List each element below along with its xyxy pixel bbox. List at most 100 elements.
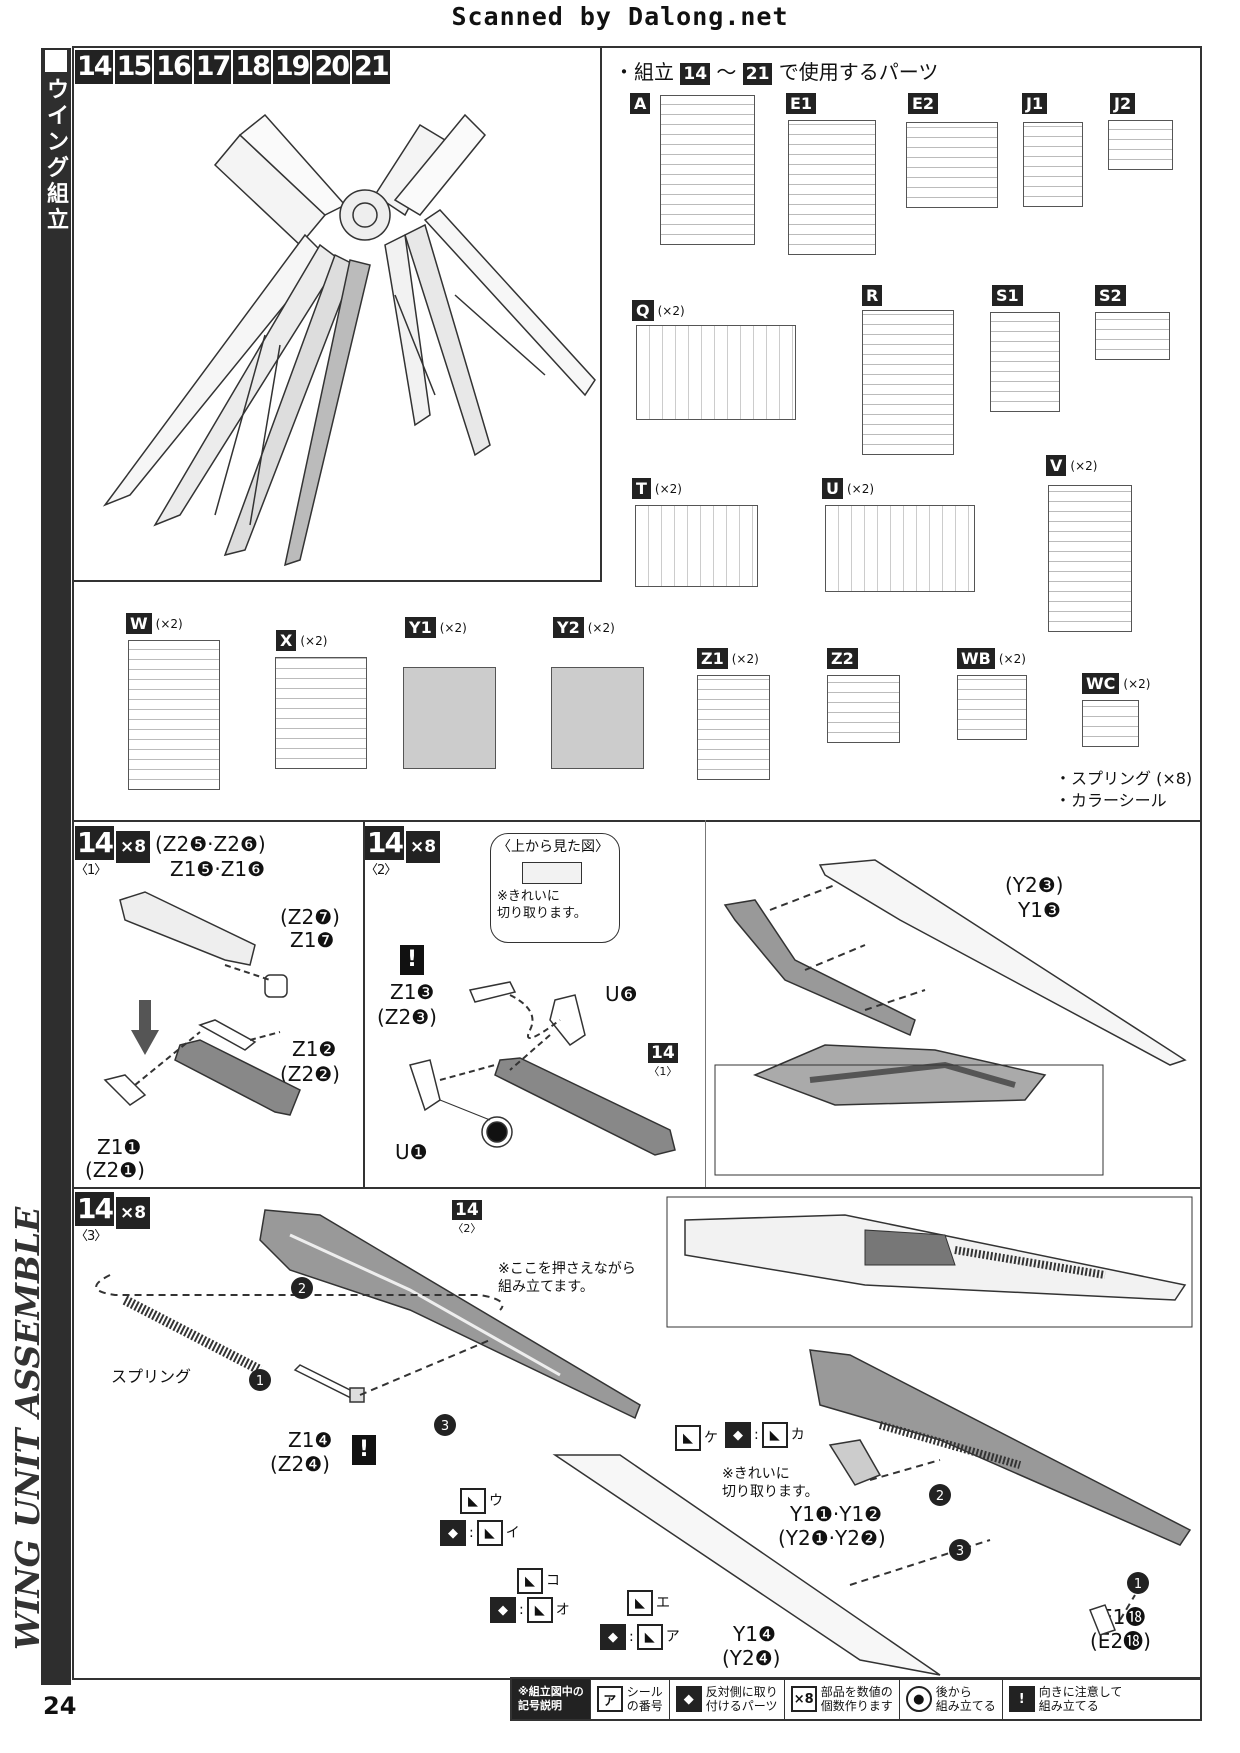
runner-label: S1	[992, 285, 1027, 306]
runner-label: E2	[908, 93, 942, 114]
legend-title: ※組立図中の 記号説明	[512, 1679, 591, 1719]
runner-sprue	[551, 667, 644, 769]
section-divider	[72, 820, 1202, 822]
order-1: 1	[1134, 1577, 1142, 1592]
wing-blade-assembly	[714, 859, 1187, 1176]
part-label: Z1❺·Z1❻	[170, 857, 266, 881]
runner-label: U(×2)	[822, 478, 874, 499]
callout-title: 〈上から見た図〉	[497, 839, 609, 855]
multiplier-icon: ×8	[790, 1686, 817, 1712]
square-marker-icon	[45, 50, 67, 72]
multiplier-badge: ×8	[405, 831, 441, 863]
order-2: 2	[298, 1282, 306, 1297]
runner-sprue	[1048, 485, 1132, 632]
runner-sprue	[635, 505, 758, 587]
assembly-note: ※ここを押さえながら 組み立てます。	[498, 1261, 636, 1295]
runner-label: J1	[1022, 93, 1051, 114]
seal-marker: ◆:◣イ	[440, 1520, 520, 1546]
extra-parts-list: ・スプリング (×8) ・カラーシール	[1055, 768, 1192, 812]
step-number: 20	[312, 50, 351, 84]
step-number: 15	[114, 50, 153, 84]
seal-icon: ◣	[636, 1624, 663, 1650]
section-title: ウイング組立	[47, 78, 70, 233]
legend-item: ◆反対側に取り 付けるパーツ	[670, 1679, 785, 1719]
extra-part-item: ・カラーシール	[1055, 791, 1167, 810]
runner-sprue	[862, 310, 954, 455]
wing-unit-illustration	[102, 113, 596, 567]
parts-range-end: 21	[742, 63, 773, 85]
seal-icon: ◣	[476, 1520, 503, 1546]
runner-sprue	[275, 657, 367, 769]
ref-step-badge: 14 〈2〉	[452, 1200, 482, 1235]
spring-label: スプリング	[111, 1367, 192, 1386]
seal-marker: ◆:◣カ	[725, 1422, 805, 1448]
part-label: (Y2❶·Y2❷)	[778, 1526, 886, 1550]
section-divider	[72, 1187, 1202, 1189]
seal-icon: ◣	[761, 1422, 788, 1448]
parts-title-suffix: で使用するパーツ	[778, 60, 939, 84]
step-number: 14	[75, 826, 114, 860]
runner-sprue	[788, 120, 876, 255]
part-label: Z1❶	[97, 1135, 142, 1159]
part-label: (Z2❹)	[270, 1452, 330, 1476]
part-label: Y1❸	[1018, 898, 1061, 922]
seal-icon: ◣	[517, 1568, 543, 1594]
panel-divider	[72, 580, 602, 582]
seal-marker: ◣エ	[627, 1590, 670, 1616]
step-number: 19	[272, 50, 311, 84]
step-number: 14	[75, 1192, 114, 1226]
seal-icon: ◣	[460, 1488, 486, 1514]
step-14-2-diagram	[409, 981, 676, 1156]
reverse-side-icon: ◆	[675, 1686, 702, 1712]
assembly-note: ※きれいに 切り取ります。	[722, 1466, 819, 1500]
seal-icon: ◣	[627, 1590, 653, 1616]
runner-sprue	[1082, 700, 1139, 747]
seal-marker: ◆:◣ア	[600, 1624, 680, 1650]
part-label: U❻	[605, 982, 638, 1006]
part-label: (Z2❼)	[280, 905, 340, 929]
sub-step: 〈2〉	[365, 863, 397, 878]
step-number: 21	[352, 50, 390, 84]
caution-icon: !	[400, 945, 424, 975]
parts-range-start: 14	[680, 63, 711, 85]
parts-title-prefix: ・組立	[614, 60, 674, 84]
runner-sprue	[403, 667, 496, 769]
order-3: 3	[956, 1544, 964, 1559]
seal-icon: ◣	[526, 1597, 553, 1623]
order-1: 1	[256, 1374, 264, 1389]
legend-item: !向きに注意して 組み立てる	[1003, 1679, 1129, 1719]
runner-sprue	[660, 95, 755, 245]
runner-label: Y1(×2)	[405, 617, 467, 638]
step-number: 17	[193, 50, 232, 84]
runner-label: R	[862, 285, 886, 306]
vertical-title: WING UNIT ASSEMBLE	[8, 1206, 47, 1650]
step-number: 16	[154, 50, 192, 84]
part-top-view	[522, 862, 582, 884]
runner-sprue	[827, 675, 900, 743]
runner-label: Q(×2)	[632, 300, 685, 321]
sidebar-bar	[41, 48, 71, 1685]
order-2: 2	[936, 1489, 944, 1504]
part-label: (Y2❸)	[1005, 873, 1064, 897]
seal-marker: ◣ウ	[460, 1488, 503, 1514]
step-14-2-header: 14×8 〈2〉	[365, 826, 441, 878]
runner-label: Z1(×2)	[697, 648, 759, 669]
runner-label: Y2(×2)	[553, 617, 615, 638]
callout-note: ※きれいに 切り取ります。	[497, 889, 587, 921]
runner-sprue	[1023, 122, 1083, 207]
runner-label: WB(×2)	[957, 648, 1026, 669]
runner-label: V(×2)	[1046, 455, 1097, 476]
runner-label: T(×2)	[632, 478, 682, 499]
part-label: (Z2❶)	[85, 1158, 145, 1182]
part-label: U❶	[395, 1140, 428, 1164]
parts-range-sep: ～	[716, 60, 737, 84]
runner-label: Z2	[827, 648, 862, 669]
runner-sprue	[636, 325, 796, 420]
runner-label: S2	[1095, 285, 1130, 306]
sub-step: 〈1〉	[75, 863, 107, 878]
step-divider	[363, 820, 365, 1187]
seal-marker: ◣コ	[517, 1568, 560, 1594]
part-label: Z1❸	[390, 980, 435, 1004]
